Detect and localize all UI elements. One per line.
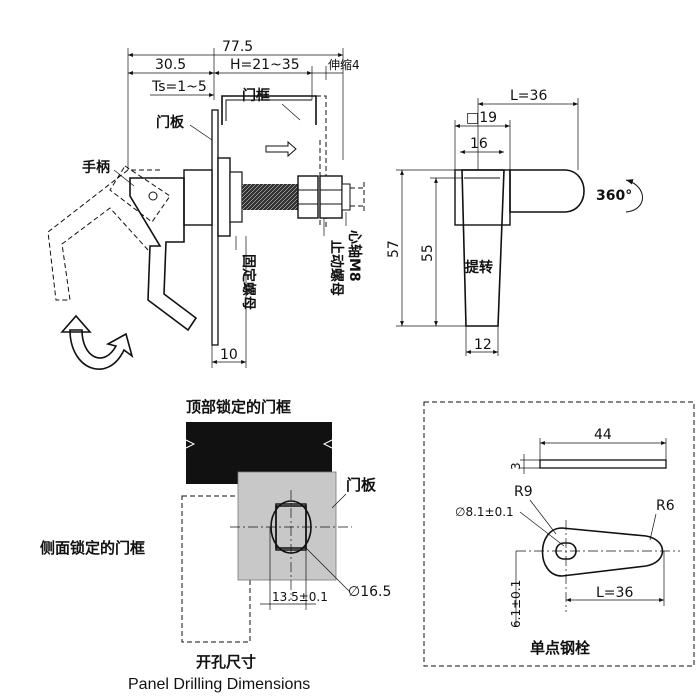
dim-stretch: 伸缩4 — [328, 57, 360, 72]
dim-length-44: 44 — [594, 427, 612, 443]
shaft-end — [341, 183, 351, 211]
label-side-frame: 侧面锁定的门框 — [40, 539, 145, 557]
dim-offset: 13.5±0.1 — [272, 590, 328, 604]
dim-overall: 77.5 — [222, 39, 253, 55]
dim-hole: ∅8.1±0.1 — [455, 505, 514, 519]
dim-width-l: L=36 — [510, 88, 547, 104]
break-mark — [322, 439, 333, 449]
leader-r9 — [529, 499, 557, 535]
rotate-arrow-icon — [69, 329, 134, 370]
panel-area — [237, 471, 337, 581]
label-core-shaft: 心轴M8 — [346, 230, 363, 282]
handle-pivot-dashed — [109, 165, 171, 223]
latch-body — [541, 527, 664, 577]
dim-height-57: 57 — [386, 240, 402, 258]
dim-ts: Ts=1~5 — [151, 79, 207, 95]
dim-diameter: ∅16.5 — [348, 584, 391, 600]
leader-panel — [331, 493, 347, 509]
leader-r6 — [649, 513, 657, 541]
leader-handle — [113, 169, 135, 187]
label-lift-turn: 提转 — [465, 259, 493, 276]
label-stop-nut: 止动螺母 — [328, 240, 345, 296]
dim-h-range: H=21~35 — [230, 57, 300, 73]
leader-door-panel — [189, 124, 213, 141]
dim-base-12: 12 — [474, 337, 492, 353]
rotation-icon — [625, 179, 643, 213]
thread-hatch — [242, 184, 302, 210]
leader-hole — [519, 511, 565, 547]
label-drill-panel: 门板 — [346, 476, 377, 494]
door-frame-outline — [221, 95, 317, 125]
dim-height-55: 55 — [420, 244, 436, 262]
latch-frame-dashed — [423, 401, 695, 667]
dim-rotation: 360° — [596, 188, 632, 204]
handle-body — [454, 169, 511, 226]
drilling-view: 顶部锁定的门框 侧面锁定的门框 门板 ∅16.5 13.5±0.1 开孔尺寸 P… — [40, 398, 391, 693]
dim-r6: R6 — [656, 498, 675, 514]
label-door-frame: 门框 — [242, 87, 270, 104]
handle-lever — [509, 169, 585, 213]
fixing-nut-washer — [229, 171, 243, 223]
leader-diameter — [305, 547, 351, 593]
dim-height-61: 6.1±0.1 — [509, 580, 523, 628]
dim-depth: 10 — [220, 347, 238, 363]
label-handle: 手柄 — [82, 159, 110, 176]
drill-title-cn: 开孔尺寸 — [196, 653, 256, 671]
latch-title: 单点钢栓 — [530, 639, 590, 657]
rotate-arrow-head-icon — [60, 314, 92, 333]
label-door-panel: 门板 — [156, 114, 185, 131]
latch-side — [539, 459, 667, 469]
dim-latch-length: L=36 — [596, 585, 633, 601]
dim-width-16: 16 — [470, 136, 488, 152]
handle-raised-dashed — [47, 169, 160, 301]
drill-title-en: Panel Drilling Dimensions — [128, 676, 310, 693]
label-fixed-nut: 固定螺母 — [240, 254, 257, 310]
break-mark — [185, 439, 196, 449]
dim-square: □19 — [466, 110, 497, 126]
handle-housing — [183, 169, 213, 226]
dim-r9: R9 — [514, 484, 533, 500]
side-view: 77.5 30.5 H=21~35 伸缩4 Ts=1~5 门框 门板 — [47, 39, 365, 370]
dim-thickness-3: 3 — [509, 462, 523, 470]
dim-left: 30.5 — [155, 57, 186, 73]
front-view: L=36 □19 16 提转 360° 57 55 12 — [386, 88, 643, 356]
label-top-frame: 顶部锁定的门框 — [186, 398, 291, 416]
motion-arrow-icon — [265, 140, 297, 158]
stop-nut-2 — [319, 175, 343, 219]
fixing-nut — [217, 157, 231, 237]
door-panel — [211, 109, 219, 346]
handle — [129, 177, 198, 332]
stop-nut-1 — [297, 175, 319, 219]
leader-door-frame — [281, 103, 301, 121]
door-frame-inner — [225, 99, 312, 121]
latch-view: 44 3 R9 ∅8.1±0.1 R6 6.1±0.1 L=36 单点钢栓 — [423, 401, 695, 667]
pivot-pin — [148, 191, 158, 201]
